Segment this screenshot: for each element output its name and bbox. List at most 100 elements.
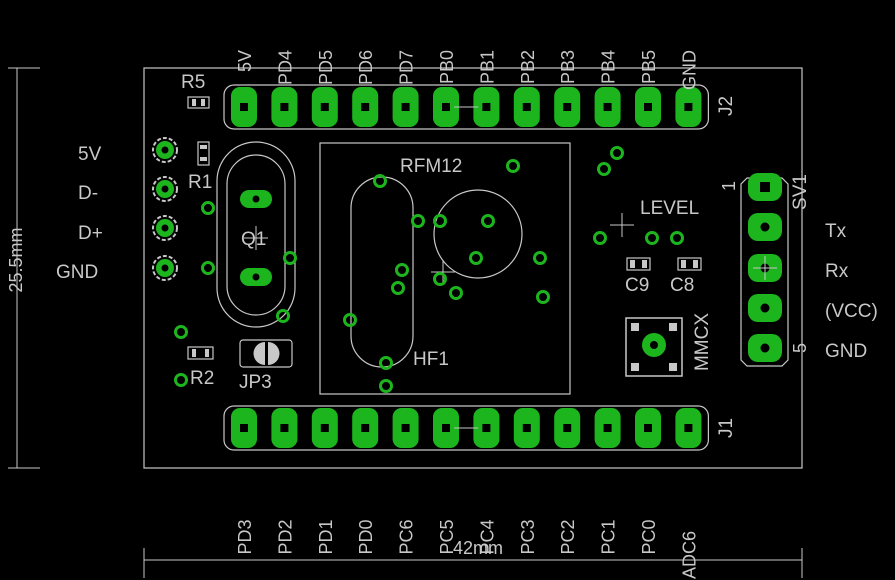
j1-pin-label: ADC6 (679, 531, 699, 579)
j1-pin-label: PD1 (316, 520, 336, 555)
usb-pad-hole (161, 185, 169, 193)
board-outline (143, 67, 803, 469)
via (373, 174, 387, 188)
via (343, 313, 357, 327)
via (433, 214, 447, 228)
j2-pin-label: PB3 (558, 50, 578, 84)
via (411, 214, 425, 228)
j1-pad-hole (320, 424, 329, 432)
j1-pin-label: PC1 (599, 520, 619, 555)
sv1-pad-hole (760, 182, 770, 192)
j2-pin-label: PB2 (518, 50, 538, 84)
height-label: 25.5mm (6, 227, 26, 292)
via (506, 159, 520, 173)
via (379, 379, 393, 393)
via (391, 281, 405, 295)
crystal-q1-pads (240, 190, 272, 286)
via (536, 290, 550, 304)
j2-pin-label: PB5 (639, 50, 659, 84)
sv1-pad-hole (760, 222, 770, 232)
j2-pad-hole (240, 103, 248, 111)
j1-pad-hole (240, 424, 248, 432)
hf1-origin-cross (431, 260, 455, 284)
sv1-label-gnd: GND (825, 341, 867, 362)
usb-pad-hole (161, 224, 169, 232)
via (201, 261, 215, 275)
j1-pad-hole (644, 424, 652, 432)
hf1-label: HF1 (413, 349, 449, 370)
j2-pin-label: PD7 (397, 50, 417, 85)
c8-label: C8 (670, 275, 694, 296)
j2-pad-hole (280, 103, 289, 111)
via (433, 272, 447, 286)
c9-label: C9 (625, 275, 649, 296)
mmcx-connector (625, 317, 683, 377)
j2-pad-hole (401, 103, 410, 111)
resistor-r1 (197, 141, 210, 166)
j2-pin-label: PD6 (356, 50, 376, 85)
via (449, 286, 463, 300)
j1-pin-label: PC3 (518, 520, 538, 555)
usb-pad-ring (152, 255, 178, 281)
via (481, 214, 495, 228)
via (645, 231, 659, 245)
via (379, 356, 393, 370)
j1-pad-hole (603, 424, 612, 432)
sv1-label-tx: Tx (825, 221, 847, 242)
j1-outline (223, 405, 709, 451)
j1-pin-label: PD3 (235, 520, 255, 555)
j1-pin-label: PC2 (558, 520, 578, 555)
j2-pin-label: PD4 (275, 50, 295, 85)
j1-pin-label: PC6 (397, 520, 417, 555)
usb-pad-hole (161, 146, 169, 154)
capacitor-c8 (677, 257, 702, 271)
j2-outline (223, 84, 709, 130)
header-j2 (223, 84, 709, 130)
width-label: 42mm (453, 538, 503, 558)
r2-label: R2 (190, 368, 214, 389)
usb-pad-ring (152, 215, 178, 241)
j1-label: J1 (716, 418, 737, 438)
j1-pad-hole (280, 424, 289, 432)
usb-pad-ring (152, 176, 178, 202)
usb-pad-ring (152, 137, 178, 163)
via (201, 201, 215, 215)
j2-pin-label: PB1 (477, 50, 497, 84)
resistor-r2 (187, 346, 214, 360)
rfm12-label: RFM12 (400, 156, 462, 177)
via (597, 162, 611, 176)
j1-pad-hole (482, 424, 491, 432)
sv1-pin5-label: 5 (790, 343, 810, 353)
resistor-r5 (187, 96, 210, 109)
j2-pad-hole (684, 103, 693, 111)
via (395, 263, 409, 277)
vias (174, 146, 684, 393)
j2-pin-label: PB4 (599, 50, 619, 84)
j2-pad-hole (603, 103, 612, 111)
usb-label-dplus: D+ (78, 223, 103, 244)
height-dimension (8, 67, 40, 469)
level-origin-cross (610, 213, 634, 237)
sv1-pin1-label: 1 (719, 181, 739, 191)
width-dimension (143, 548, 803, 578)
j2-pad-hole (522, 103, 531, 111)
j1-pin-label: PC0 (639, 520, 659, 555)
j1-pin-label: PD2 (275, 520, 295, 555)
sv1-label-vcc: (VCC) (825, 301, 878, 322)
via (283, 251, 297, 265)
jp3-label: JP3 (239, 372, 272, 393)
j1-pad-hole (361, 424, 370, 432)
crystal-q1 (216, 141, 296, 328)
j2-pad-hole (482, 103, 491, 111)
usb-pad-hole (161, 264, 169, 272)
j1-pin-label: PC4 (477, 520, 497, 555)
usb-label-5v: 5V (78, 144, 102, 165)
via (593, 231, 607, 245)
via (469, 251, 483, 265)
sv1-connector (740, 173, 789, 367)
capacitor-c9 (626, 257, 651, 271)
j1-pad-hole (563, 424, 572, 432)
